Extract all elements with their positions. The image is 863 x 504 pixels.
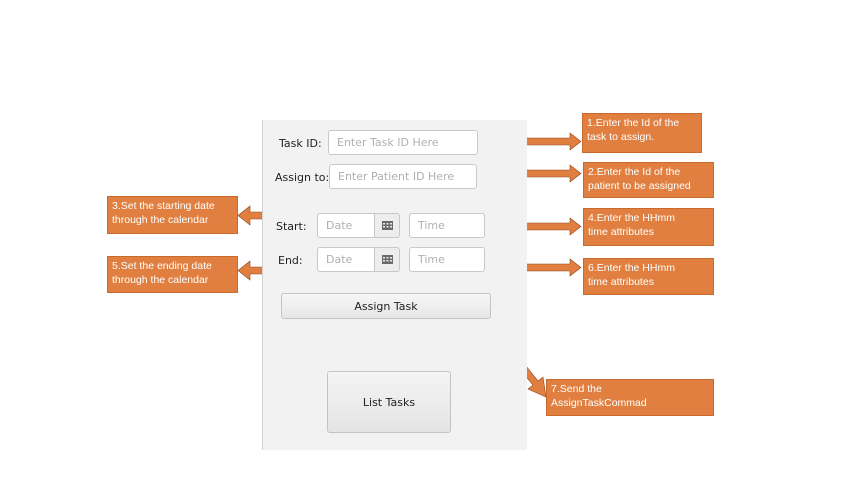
end-date-input[interactable]: Date	[317, 247, 375, 272]
patient-id-placeholder: Enter Patient ID Here	[338, 170, 455, 183]
annotation-1-line-2: task to assign.	[587, 131, 655, 143]
end-time-input[interactable]: Time	[409, 247, 485, 272]
annotation-note-6: 6.Enter the HHmm time attributes	[583, 258, 714, 295]
start-date-placeholder: Date	[326, 219, 353, 232]
patient-id-input[interactable]: Enter Patient ID Here	[329, 164, 477, 189]
end-label: End:	[278, 254, 303, 267]
annotation-note-7: 7.Send the AssignTaskCommad	[546, 379, 714, 416]
task-id-input[interactable]: Enter Task ID Here	[328, 130, 478, 155]
start-label: Start:	[276, 220, 307, 233]
annotation-note-1: 1.Enter the Id of the task to assign.	[582, 113, 702, 153]
annotation-2-line-2: patient to be assigned	[588, 180, 691, 192]
annotation-note-2: 2.Enter the Id of the patient to be assi…	[583, 162, 714, 198]
annotation-1-line-1: 1.Enter the Id of the	[587, 117, 680, 129]
end-calendar-button[interactable]	[375, 247, 400, 272]
annotation-2-line-1: 2.Enter the Id of the	[588, 166, 681, 178]
annotation-note-4: 4.Enter the HHmm time attributes	[583, 208, 714, 246]
calendar-icon	[381, 255, 393, 264]
annotation-4-line-1: 4.Enter the HHmm	[588, 212, 675, 224]
annotation-5-line-2: through the calendar	[112, 274, 209, 286]
calendar-icon	[381, 221, 393, 230]
assign-to-label: Assign to:	[275, 171, 330, 184]
list-tasks-button[interactable]: List Tasks	[327, 371, 451, 433]
assign-task-button[interactable]: Assign Task	[281, 293, 491, 319]
annotation-7-line-2: AssignTaskCommad	[551, 397, 647, 409]
task-id-label: Task ID:	[279, 137, 322, 150]
start-time-placeholder: Time	[418, 219, 445, 232]
annotation-4-line-2: time attributes	[588, 226, 654, 238]
annotation-note-3: 3.Set the starting date through the cale…	[107, 196, 238, 234]
task-id-placeholder: Enter Task ID Here	[337, 136, 439, 149]
annotation-note-5: 5.Set the ending date through the calend…	[107, 256, 238, 293]
end-time-placeholder: Time	[418, 253, 445, 266]
start-time-input[interactable]: Time	[409, 213, 485, 238]
annotation-3-line-1: 3.Set the starting date	[112, 200, 215, 212]
start-date-input[interactable]: Date	[317, 213, 375, 238]
annotation-5-line-1: 5.Set the ending date	[112, 260, 212, 272]
end-date-placeholder: Date	[326, 253, 353, 266]
annotation-3-line-2: through the calendar	[112, 214, 209, 226]
annotation-6-line-1: 6.Enter the HHmm	[588, 262, 675, 274]
start-calendar-button[interactable]	[375, 213, 400, 238]
annotation-6-line-2: time attributes	[588, 276, 654, 288]
annotation-7-line-1: 7.Send the	[551, 383, 602, 395]
